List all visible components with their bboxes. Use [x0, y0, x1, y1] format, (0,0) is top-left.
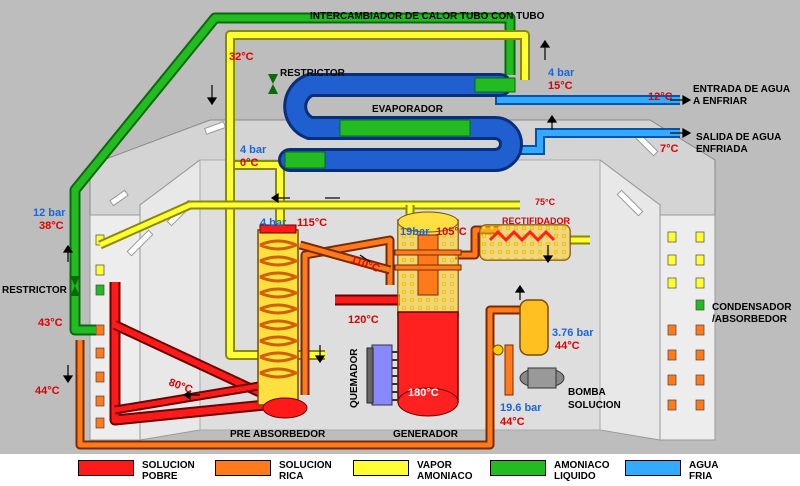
legend-swatch-vapor [353, 460, 409, 476]
temp-180: 180°C [408, 387, 439, 399]
right-condenser-fins [667, 231, 705, 411]
evaporator-coil [278, 73, 523, 172]
entrada-agua-label-1: ENTRADA DE AGUA [693, 84, 790, 95]
legend-swatch-water [625, 460, 681, 476]
pressure-376: 3.76 bar [552, 327, 594, 339]
legend-item-poor: SOLUCION POBRE [78, 460, 195, 482]
legend-label-water: AGUA FRIA [689, 460, 719, 482]
ammonia-liquid-line [69, 12, 516, 336]
temp-75: 75°C [535, 197, 556, 207]
temp-7: 7°C [660, 143, 679, 155]
generador-label: GENERADOR [393, 429, 459, 440]
legend-label-vapor: VAPOR AMONIACO [417, 460, 473, 482]
temp-32: 32°C [229, 51, 254, 63]
burner [366, 344, 398, 406]
temp-44-bottom: 44°C [500, 416, 525, 428]
restrictor-left-label: RESTRICTOR [2, 285, 68, 296]
pressure-4bar-pre: 4 bar [260, 217, 287, 229]
legend-item-vapor: VAPOR AMONIACO [353, 460, 473, 482]
evaporador-label: EVAPORADOR [372, 104, 444, 115]
temp-44-left: 44°C [35, 385, 60, 397]
legend: SOLUCION POBRE SOLUCION RICA VAPOR AMONI… [0, 454, 800, 486]
temp-43: 43°C [38, 317, 63, 329]
temp-120: 120°C [348, 314, 379, 326]
pressure-12bar: 12 bar [33, 207, 66, 219]
pressure-4bar-top: 4 bar [548, 67, 575, 79]
condensador-label-1: CONDENSADOR [712, 302, 792, 313]
quemador-label: QUEMADOR [349, 348, 360, 408]
temp-38: 38°C [39, 220, 64, 232]
temp-44-right: 44°C [555, 340, 580, 352]
restrictor-left [70, 276, 80, 296]
pressure-19bar: 19bar [400, 226, 430, 238]
legend-swatch-liquid [490, 460, 546, 476]
temp-12: 12°C [648, 91, 673, 103]
salida-agua-label-1: SALIDA DE AGUA [696, 132, 781, 143]
condensador-label-2: /ABSORBEDOR [712, 314, 788, 325]
salida-agua-label-2: ENFRIADA [696, 144, 748, 155]
temp-15: 15°C [548, 80, 573, 92]
legend-item-rich: SOLUCION RICA [215, 460, 332, 482]
temp-115: 115°C [297, 217, 327, 229]
bomba-label-1: BOMBA [568, 387, 606, 398]
temp-105: 105°C [436, 226, 467, 238]
legend-swatch-poor [78, 460, 134, 476]
entrada-agua-label-2: A ENFRIAR [693, 96, 748, 107]
rectifier [479, 224, 571, 261]
temp-0: 0°C [240, 157, 259, 169]
legend-item-water: AGUA FRIA [625, 460, 718, 482]
bomba-label-2: SOLUCION [568, 400, 621, 411]
legend-label-rich: SOLUCION RICA [279, 460, 332, 482]
generator [394, 211, 462, 417]
legend-label-liquid: AMONIACO LIQUIDO [554, 460, 610, 482]
restrictor-top [268, 74, 278, 94]
pre-absorber [257, 224, 308, 419]
hx-title: INTERCAMBIADOR DE CALOR TUBO CON TUBO [310, 11, 545, 22]
restrictor-top-label: RESTRICTOR [280, 68, 346, 79]
flow-arrows [62, 39, 692, 401]
pre-absorbedor-label: PRE ABSORBEDOR [230, 429, 326, 440]
rich-solution-lines [75, 225, 520, 450]
rectificador-label: RECTIFIDADOR [502, 216, 570, 226]
poor-solution-lines [109, 282, 400, 426]
pressure-196: 19.6 bar [500, 402, 542, 414]
legend-item-liquid: AMONIACO LIQUIDO [490, 460, 610, 482]
legend-label-poor: SOLUCION POBRE [142, 460, 195, 482]
legend-swatch-rich [215, 460, 271, 476]
pressure-4bar-left: 4 bar [240, 144, 267, 156]
solution-pump [492, 299, 565, 396]
